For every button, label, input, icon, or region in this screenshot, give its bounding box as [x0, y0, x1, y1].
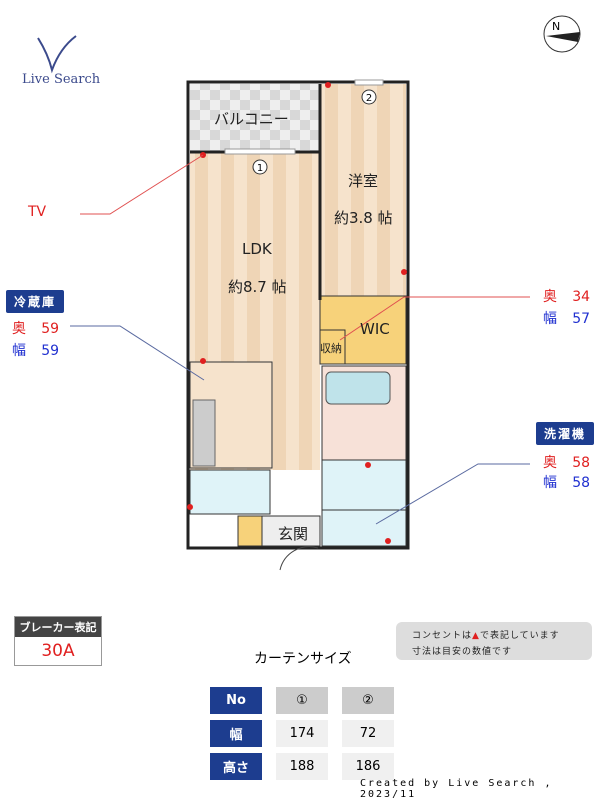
wic-width: 57	[572, 311, 591, 327]
ldk-size: 約8.7 帖	[228, 278, 287, 296]
curtain-title: カーテンサイズ	[254, 651, 352, 667]
tv-label: TV	[28, 204, 47, 220]
header-height: 高さ	[210, 753, 262, 780]
svg-text:N: N	[552, 20, 560, 33]
header-width: 幅	[210, 720, 262, 747]
balcony	[190, 84, 320, 152]
cell: 174	[276, 720, 328, 747]
cell: 72	[342, 720, 394, 747]
header-no: No	[210, 687, 262, 714]
wic-width-label: 幅	[543, 311, 557, 327]
note-box: コンセントは▲で表記しています 寸法は目安の数値です	[396, 622, 592, 660]
breaker-value: 30A	[41, 641, 75, 661]
washer-tag: 洗濯機	[536, 422, 595, 445]
washer-width: 58	[572, 475, 591, 491]
laundry-area	[321, 509, 407, 547]
floor-plan: 1 2	[70, 79, 530, 571]
storage-label: 収納	[320, 342, 342, 355]
note-line1b: で表記しています	[479, 631, 560, 641]
balcony-label: バルコニー	[214, 110, 289, 128]
western-room-label: 洋室	[348, 172, 379, 190]
wic-depth: 34	[572, 289, 591, 305]
cell: ②	[342, 687, 394, 714]
washer-width-label: 幅	[543, 475, 557, 491]
western-room-size: 約3.8 帖	[334, 209, 393, 227]
note-line1a: コンセントは	[412, 631, 473, 641]
window-1-label: 1	[257, 163, 263, 174]
logo-text: Live Search	[22, 72, 101, 87]
toilet	[189, 469, 271, 515]
shoe-box	[237, 515, 263, 547]
cell: ①	[276, 687, 328, 714]
wic-label: WIC	[360, 320, 390, 338]
washroom	[321, 459, 407, 511]
breaker-label: ブレーカー表記	[15, 617, 101, 637]
entrance-floor	[261, 515, 321, 547]
washer-depth-label: 奥	[543, 455, 557, 471]
credit: Created by Live Search , 2023/11	[360, 778, 553, 800]
bathtub	[325, 371, 391, 405]
window-2-label: 2	[366, 93, 372, 104]
breaker-box: ブレーカー表記 30A	[14, 616, 102, 666]
north-arrow-icon: N	[543, 15, 581, 53]
western-room-floor	[320, 84, 406, 296]
fridge-depth: 59	[41, 321, 60, 337]
cell: 186	[342, 753, 394, 780]
washer-depth: 58	[572, 455, 591, 471]
outlet-markers	[187, 82, 407, 544]
ldk-label: LDK	[242, 240, 272, 258]
fridge-depth-label: 奥	[12, 321, 26, 337]
cell: 188	[276, 753, 328, 780]
fridge-width-label: 幅	[12, 343, 26, 359]
note-line2: 寸法は目安の数値です	[412, 647, 513, 657]
fridge-width: 59	[41, 343, 60, 359]
outlet-triangle-icon: ▲	[472, 631, 480, 641]
fridge-tag: 冷蔵庫	[6, 290, 65, 313]
storage	[319, 329, 346, 365]
entrance-label: 玄関	[278, 525, 309, 543]
sink-stove	[192, 399, 216, 467]
logo-mark-icon	[37, 35, 77, 74]
wic-depth-label: 奥	[543, 289, 557, 305]
